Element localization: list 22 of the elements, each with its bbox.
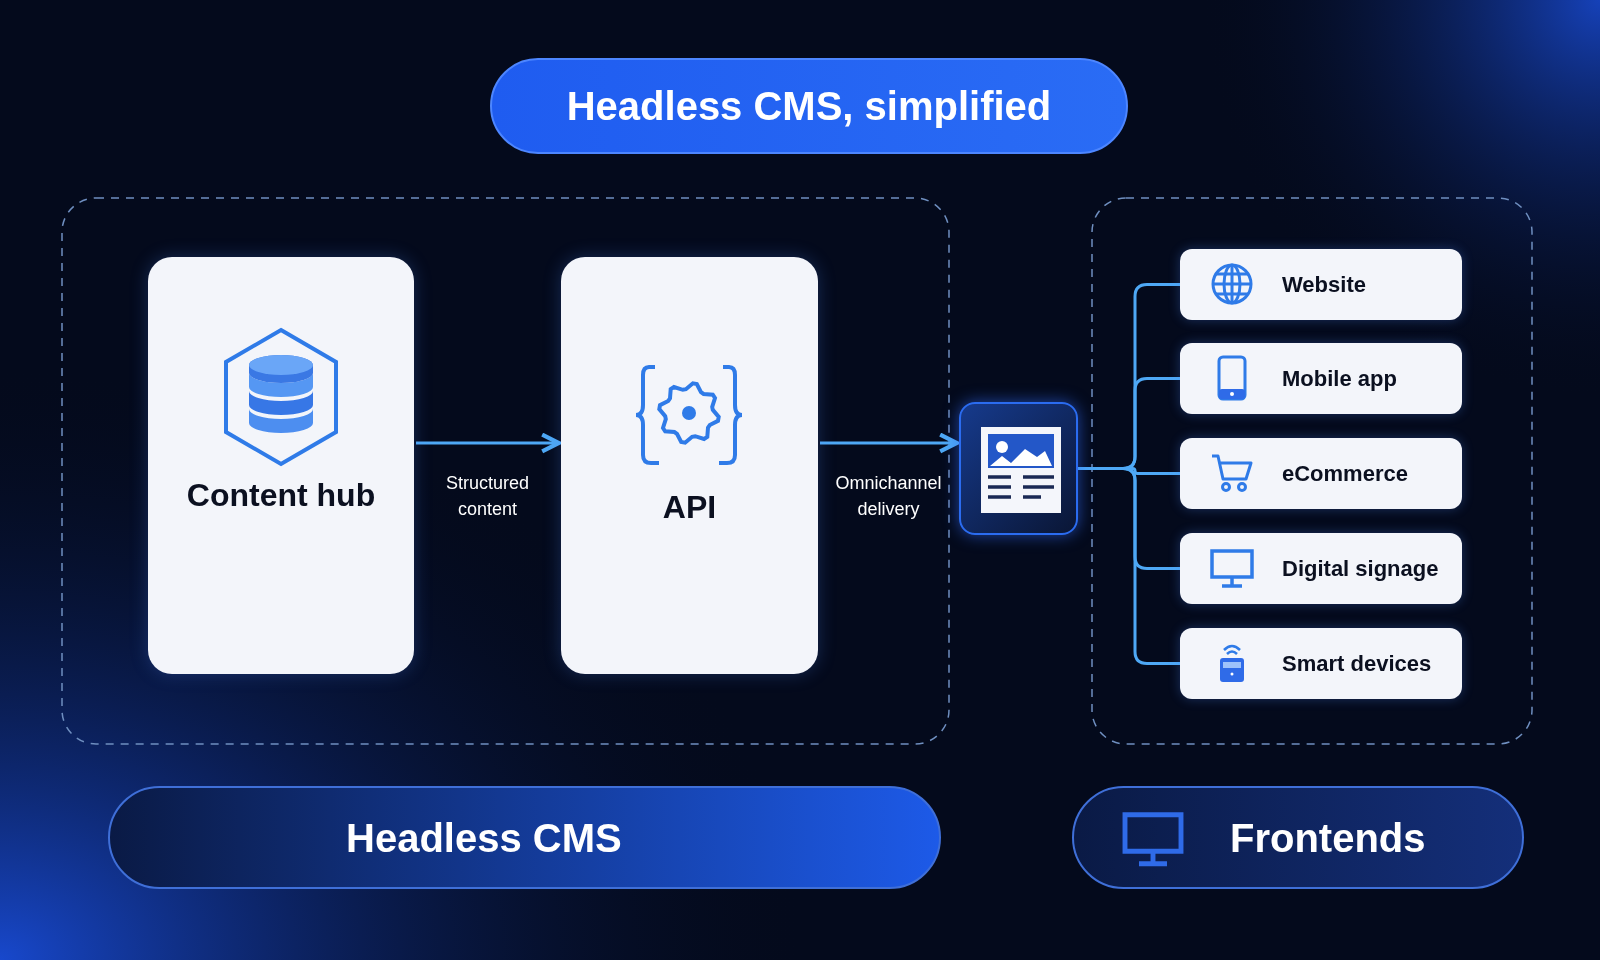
card-label: Website bbox=[1282, 271, 1366, 298]
card-label: Smart devices bbox=[1282, 650, 1432, 677]
frontend-card bbox=[1180, 438, 1462, 509]
document-node bbox=[959, 402, 1078, 535]
content-card bbox=[561, 257, 818, 674]
card-label: eCommerce bbox=[1282, 460, 1408, 487]
card-title: Content hub bbox=[185, 477, 377, 514]
pill-label: Frontends bbox=[1230, 816, 1426, 861]
frontend-card bbox=[1180, 249, 1462, 320]
card-title: API bbox=[661, 489, 718, 526]
card-label: Digital signage bbox=[1282, 555, 1439, 582]
title-pill: Headless CMS, simplified bbox=[490, 58, 1128, 154]
frontend-card bbox=[1180, 343, 1462, 414]
pill-label: Headless CMS bbox=[346, 816, 622, 861]
frontend-card bbox=[1180, 533, 1462, 604]
card-label: Mobile app bbox=[1282, 365, 1397, 392]
content-card bbox=[148, 257, 414, 674]
edge-label: Structured content bbox=[444, 472, 530, 521]
arrow bbox=[820, 432, 960, 454]
edge-label: Omnichannel delivery bbox=[834, 472, 943, 521]
frontend-card bbox=[1180, 628, 1462, 699]
arrow bbox=[416, 432, 562, 454]
